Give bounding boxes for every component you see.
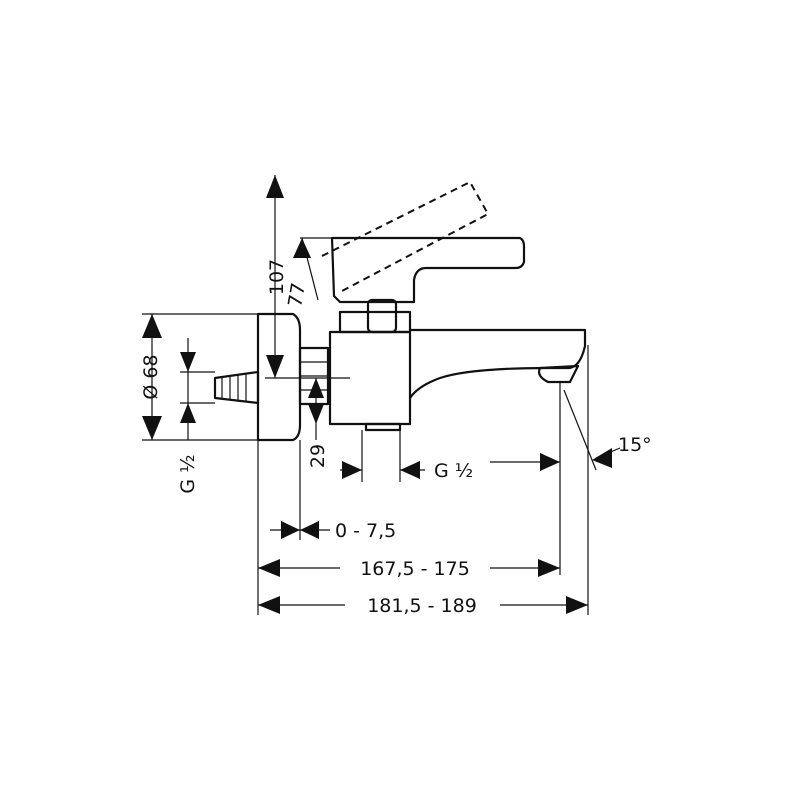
label-thread-outlet: G ½ bbox=[434, 460, 473, 482]
lever-hinge bbox=[366, 298, 398, 334]
label-thread-left: G ½ bbox=[177, 454, 199, 493]
lever-open-dashed bbox=[321, 180, 490, 293]
arrow-inner-left bbox=[258, 559, 280, 577]
dimension-lines bbox=[142, 175, 621, 614]
faucet-outline bbox=[213, 180, 587, 442]
label-length-inner: 167,5 - 175 bbox=[360, 558, 470, 580]
arrow-15deg bbox=[592, 448, 612, 468]
lever-closed bbox=[330, 236, 526, 304]
arrow-inner-right bbox=[538, 559, 560, 577]
arrow-29-bottom bbox=[308, 404, 324, 424]
aerator bbox=[537, 364, 580, 384]
arrow-107-top bbox=[266, 175, 284, 198]
lever-neck bbox=[338, 310, 412, 334]
wall-rosette bbox=[256, 312, 302, 442]
arrow-offset-right bbox=[300, 521, 319, 539]
label-offset-range: 0 - 7,5 bbox=[335, 520, 396, 542]
arrow-107-bottom bbox=[266, 355, 284, 378]
arrow-g-left-top bbox=[180, 352, 196, 372]
arrow-g-left-bottom bbox=[180, 403, 196, 423]
extension-lines bbox=[142, 237, 597, 615]
arrow-outer-left bbox=[258, 596, 280, 614]
label-77: 77 bbox=[284, 281, 310, 309]
arrow-outer-right bbox=[566, 596, 588, 614]
spout bbox=[409, 328, 587, 399]
label-angle-15: 15° bbox=[618, 434, 652, 456]
arrow-d68-top bbox=[142, 314, 162, 338]
arrow-g-outlet-right bbox=[400, 461, 420, 479]
arrow-g-outlet-left bbox=[342, 461, 362, 479]
label-diameter-68: Ø 68 bbox=[140, 354, 162, 399]
arrow-offset-left bbox=[281, 521, 300, 539]
arrow-77-top bbox=[293, 238, 311, 258]
diverter-knob bbox=[364, 422, 402, 432]
arrow-29-top bbox=[308, 378, 324, 398]
arrow-d68-bottom bbox=[142, 416, 162, 440]
dimension-labels: 107 77 Ø 68 G ½ 29 G ½ 15° 0 - 7,5 167,5… bbox=[140, 259, 652, 617]
label-length-outer: 181,5 - 189 bbox=[367, 595, 477, 617]
label-107: 107 bbox=[266, 259, 288, 295]
arrow-right-to-outlet bbox=[540, 453, 560, 471]
label-29: 29 bbox=[307, 444, 329, 468]
